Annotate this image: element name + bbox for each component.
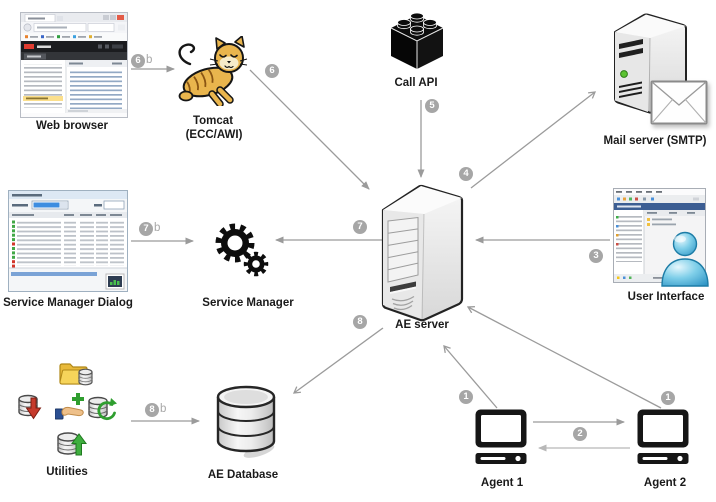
badge-3: 3: [589, 249, 603, 263]
badge-6b-number: 6: [131, 54, 145, 68]
user-interface-window-icon: [613, 188, 706, 283]
badge-8b: 8 b: [145, 403, 166, 417]
badge-4: 4: [459, 167, 473, 181]
badge-8b-number: 8: [145, 403, 159, 417]
badge-3-number: 3: [589, 249, 603, 263]
agent1-label: Agent 1: [480, 477, 524, 489]
utility-db-reorg-icon: [87, 394, 117, 422]
badge-6: 6: [265, 64, 279, 78]
tomcat-sublabel: (ECC/AWI): [185, 129, 243, 141]
badge-4-number: 4: [459, 167, 473, 181]
badge-1-agent2-number: 1: [661, 391, 675, 405]
web-browser-label: Web browser: [36, 120, 108, 132]
arrow-4: [470, 92, 595, 189]
utility-hand-add-icon: [55, 392, 87, 422]
badge-2: 2: [573, 427, 587, 441]
badge-1-agent1-number: 1: [459, 390, 473, 404]
badge-8-number: 8: [353, 315, 367, 329]
badge-7-number: 7: [353, 220, 367, 234]
badge-6b-suffix: b: [146, 54, 153, 67]
user-interface-label: User Interface: [627, 291, 705, 303]
arrow-1-agent1: [444, 346, 498, 409]
badge-1-agent1: 1: [459, 390, 473, 404]
arrow-6: [249, 69, 370, 190]
service-manager-label: Service Manager: [202, 297, 294, 309]
ae-server-icon: [381, 183, 465, 323]
tomcat-icon: [174, 36, 248, 106]
call-api-label: Call API: [394, 77, 438, 89]
mail-server-label: Mail server (SMTP): [603, 135, 707, 147]
service-manager-dialog-icon: [8, 190, 128, 292]
web-browser-icon: [20, 12, 128, 118]
badge-5-number: 5: [425, 99, 439, 113]
arrow-8: [294, 327, 384, 393]
utility-db-unload-icon: [17, 392, 45, 420]
badge-7b-number: 7: [139, 222, 153, 236]
badge-6b: 6 b: [131, 54, 152, 68]
arrow-1-agent2: [468, 307, 662, 409]
user-person-icon: [660, 231, 710, 287]
badge-7b: 7 b: [139, 222, 160, 236]
agent2-icon: [636, 408, 690, 468]
badge-8: 8: [353, 315, 367, 329]
badge-1-agent2: 1: [661, 391, 675, 405]
badge-6-number: 6: [265, 64, 279, 78]
tomcat-label: Tomcat: [192, 115, 234, 127]
utility-folder-db-icon: [58, 360, 94, 388]
call-api-icon: [389, 9, 445, 71]
envelope-icon: [650, 80, 708, 125]
utility-db-load-icon: [55, 429, 89, 457]
ae-database-label: AE Database: [207, 469, 279, 481]
service-manager-icon: [209, 216, 271, 282]
badge-7b-suffix: b: [154, 222, 161, 235]
agent2-label: Agent 2: [643, 477, 687, 489]
utilities-label: Utilities: [46, 466, 88, 478]
agent1-icon: [474, 408, 528, 468]
badge-8b-suffix: b: [160, 403, 167, 416]
utilities-icon: [14, 348, 120, 460]
badge-7: 7: [353, 220, 367, 234]
ae-server-label: AE server: [395, 319, 449, 331]
badge-2-number: 2: [573, 427, 587, 441]
badge-5: 5: [425, 99, 439, 113]
service-manager-dialog-label: Service Manager Dialog: [3, 297, 133, 309]
ae-database-icon: [215, 385, 277, 459]
